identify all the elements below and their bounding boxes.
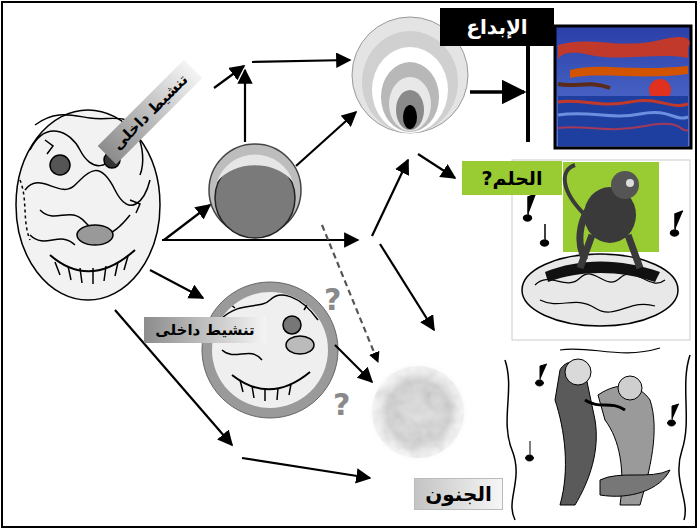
- inner-head-figure-part-part: [283, 316, 301, 334]
- madness-picture: [505, 348, 690, 520]
- flow-arrows-part: [150, 270, 203, 298]
- flow-arrows-part: [244, 70, 246, 142]
- dream-picture-part: [670, 211, 683, 236]
- flow-arrows-part: [335, 345, 372, 382]
- head-figure-part: [55, 256, 128, 284]
- madness-picture-part: [600, 470, 670, 496]
- flow-arrows-part: [252, 60, 350, 62]
- layered-sphere-part: [389, 77, 431, 131]
- madness-picture-part: [505, 360, 516, 520]
- flow-arrows-part: [296, 112, 356, 166]
- madness-picture-part: [536, 364, 548, 386]
- flow-arrows-part: [322, 225, 378, 362]
- head-figure-part: [30, 235, 75, 245]
- inner-head-figure-part-part: [286, 336, 314, 354]
- sunset-painting-part: [558, 124, 688, 131]
- creativity-tag: الإبداع: [440, 8, 554, 46]
- inner-head-figure: [202, 282, 338, 418]
- inner-head-figure-part: [220, 295, 318, 401]
- fog-blob-part: [372, 366, 464, 458]
- layered-sphere-part: [362, 31, 458, 133]
- sunset-painting-part: [570, 66, 688, 78]
- flow-arrows-part: [372, 160, 408, 236]
- flow-arrows-part: [418, 154, 455, 178]
- dream-picture-part: [540, 224, 548, 246]
- flow-arrows-part: [470, 90, 524, 94]
- sunset-painting-part: [558, 96, 688, 146]
- fog-blob-part: [366, 360, 470, 464]
- dream-picture-part: [565, 165, 585, 215]
- madness-tag: الجنون: [414, 478, 503, 510]
- node-text: الإبداع: [466, 15, 527, 39]
- dream-picture-part: [523, 194, 536, 221]
- madness-picture-part: [679, 355, 690, 520]
- layered-sphere-part: [403, 105, 417, 129]
- layered-sphere-part: [381, 62, 439, 132]
- madness-picture-part: [565, 359, 591, 385]
- madness-picture-part: [560, 348, 660, 353]
- head-figure-part: [50, 155, 70, 175]
- node-text: تنشيط داخلى: [155, 321, 254, 339]
- dream-picture-part: [540, 300, 655, 312]
- inner-head-figure-part-part: [225, 300, 310, 310]
- flow-arrows-part: [242, 458, 370, 478]
- dream-tag: الحلم?: [462, 161, 562, 195]
- node-text: الحلم?: [481, 167, 542, 189]
- inner-head-figure-part: [202, 282, 338, 418]
- flow-arrows-part: [380, 244, 434, 330]
- flow-arrows-part: [214, 66, 244, 88]
- head-figure-part: [77, 225, 113, 245]
- fog-blob: [366, 360, 470, 464]
- layered-sphere-part: [372, 47, 448, 133]
- inner-head-figure-part: [212, 292, 328, 408]
- head-figure-part: [20, 180, 30, 240]
- inner-head-figure-part-part: [222, 350, 262, 360]
- activation-banner: تنشيط داخلى: [144, 317, 266, 343]
- sunset-painting-part: [558, 84, 610, 88]
- inner-head-figure-part-part: [232, 372, 310, 389]
- moon-disc-part: [217, 154, 293, 182]
- sunset-painting-part: [555, 26, 691, 148]
- madness-picture-part: [667, 404, 679, 426]
- sunset-painting: [555, 26, 691, 148]
- madness-picture-part: [525, 441, 533, 461]
- flow-arrows: [115, 60, 524, 478]
- question-mark: ?: [324, 285, 341, 315]
- inner-head-figure-part-part: [240, 380, 291, 401]
- sunset-painting-part: [558, 112, 688, 118]
- activation-banner: تنشيط داخلى: [98, 60, 203, 165]
- moon-disc: [209, 144, 301, 238]
- node-text: الجنون: [425, 482, 492, 506]
- dream-picture-part: [611, 171, 639, 199]
- flow-arrows-part: [164, 205, 210, 240]
- dream-picture-part: [522, 254, 678, 326]
- sunset-painting-part: [558, 100, 688, 105]
- sunset-painting-part: [558, 37, 690, 60]
- layered-sphere-part: [396, 90, 424, 130]
- madness-picture-part: [585, 400, 625, 410]
- madness-picture-part: [618, 376, 642, 400]
- dream-picture-part: [580, 200, 640, 268]
- question-mark: ?: [333, 390, 350, 420]
- dream-picture-part: [545, 262, 660, 283]
- node-text: تنشيط داخلى: [109, 71, 192, 154]
- dream-picture-part: [626, 179, 634, 187]
